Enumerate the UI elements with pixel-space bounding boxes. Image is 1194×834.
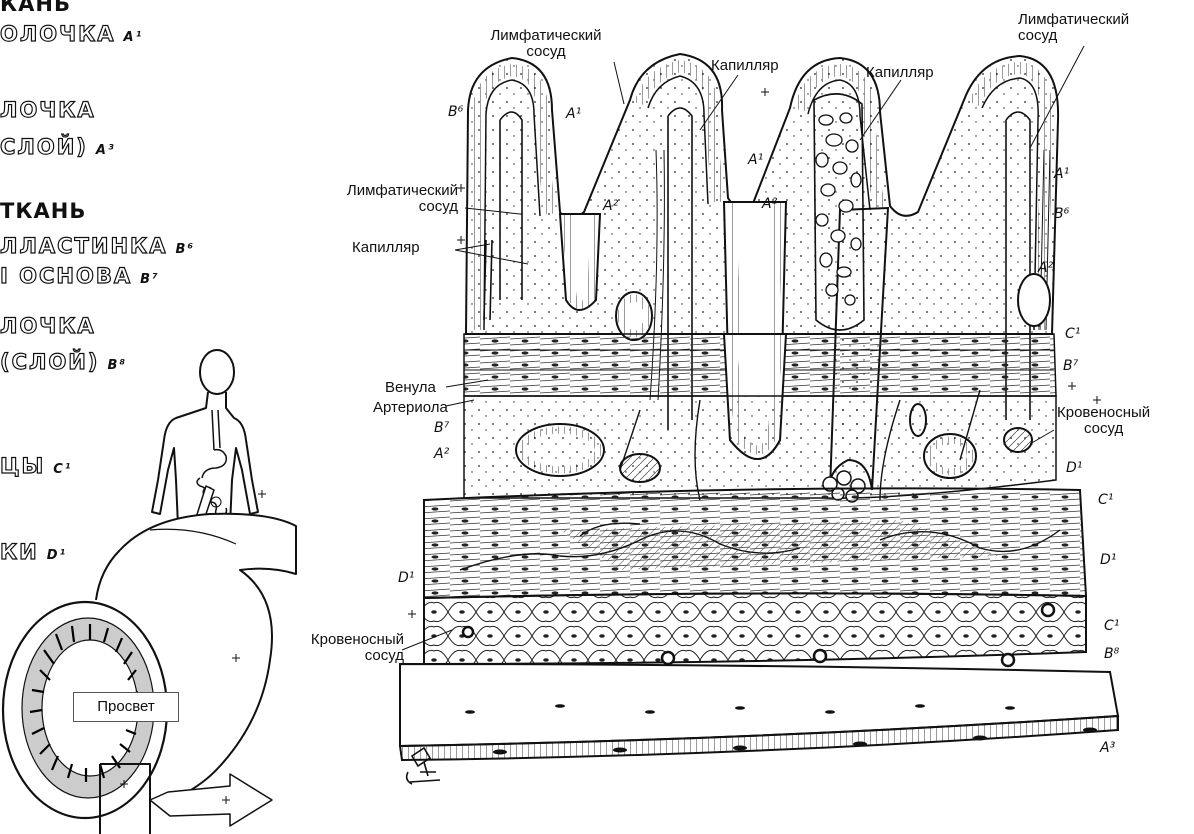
marker-c1-right: C¹	[1065, 326, 1080, 342]
gland-2	[1018, 274, 1050, 326]
marker-b6-right: B⁶	[1054, 206, 1069, 222]
marker-d1-mid: D¹	[1100, 552, 1116, 568]
marker-a3: A³	[1100, 740, 1115, 756]
marker-d1-right: D¹	[1066, 460, 1082, 476]
marker-a2-right: A²	[1038, 260, 1053, 276]
marker-b8: B⁸	[1104, 646, 1119, 662]
label-venule: Венула	[385, 380, 436, 396]
marker-c1-low: C¹	[1104, 618, 1119, 634]
submucosa-region	[464, 396, 1056, 498]
label-arteriole: Артериола	[373, 400, 448, 416]
longitudinal-muscle-layer	[424, 593, 1086, 664]
marker-a1-right: A¹	[1054, 166, 1069, 182]
marker-b7-left: B⁷	[434, 420, 449, 436]
marker-b7-right: B⁷	[1063, 358, 1078, 374]
marker-c1-mid: C¹	[1098, 492, 1113, 508]
marker-d1-left: D¹	[398, 570, 414, 586]
marker-a2-left: A²	[603, 198, 618, 214]
marker-a2-mid: A²	[762, 196, 777, 212]
label-capillary-top-2: Капилляр	[866, 65, 934, 81]
label-capillary-left: Капилляр	[352, 240, 420, 256]
marker-a1-mid: A¹	[748, 152, 763, 168]
marker-b6-left: B⁶	[448, 104, 463, 120]
marker-a2-low: A²	[434, 446, 449, 462]
label-capillary-top-1: Капилляр	[711, 58, 779, 74]
marker-a1-top: A¹	[566, 106, 581, 122]
